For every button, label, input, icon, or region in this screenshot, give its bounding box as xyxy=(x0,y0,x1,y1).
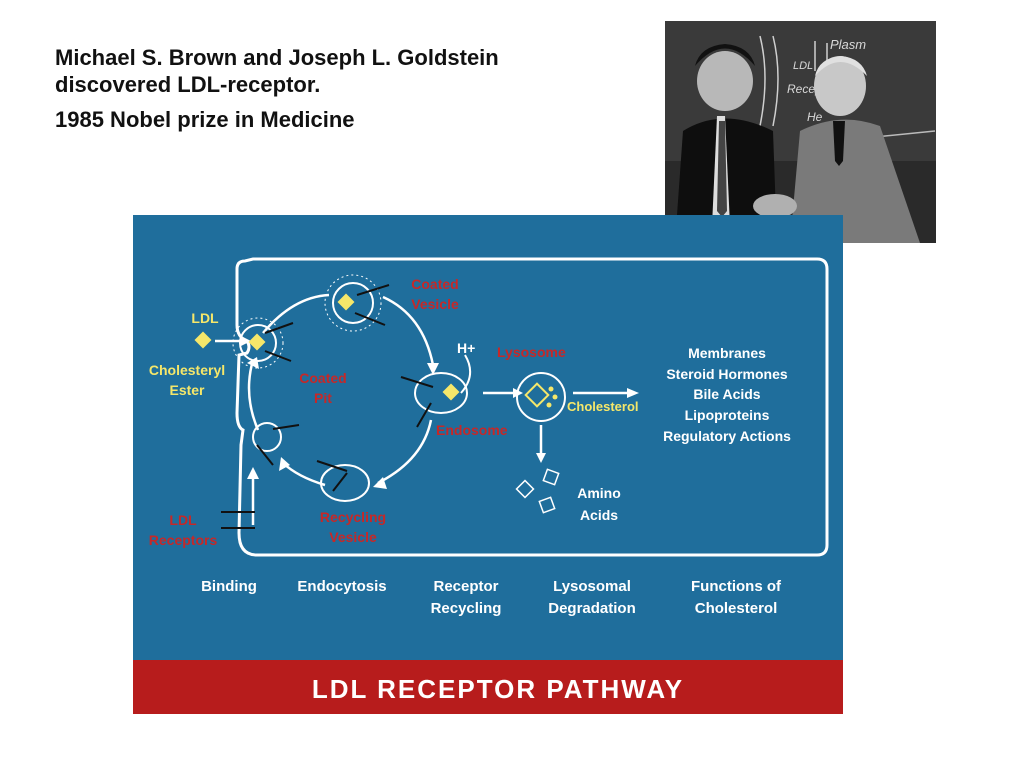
stage-functions-of: Functions of xyxy=(691,578,782,595)
stage-binding: Binding xyxy=(201,578,257,595)
function-item-4: Lipoproteins xyxy=(685,407,770,423)
nobel-prize-line: 1985 Nobel prize in Medicine xyxy=(55,107,355,132)
arrow-vesicle-to-endosome xyxy=(382,295,435,366)
function-item-2: Steroid Hormones xyxy=(666,366,788,382)
function-item-5: Regulatory Actions xyxy=(663,428,791,444)
label-recycling-1: Recycling xyxy=(320,509,386,525)
slide-heading: Michael S. Brown and Joseph L. Goldstein… xyxy=(55,44,615,133)
label-ester: Ester xyxy=(169,382,205,398)
label-acids: Acids xyxy=(580,507,618,523)
label-ldl: LDL xyxy=(191,310,219,326)
stage-cholesterol: Cholesterol xyxy=(695,600,778,617)
label-lysosome: Lysosome xyxy=(497,344,566,360)
label-recycling-2: Vesicle xyxy=(329,529,377,545)
arrow-membrane-to-pit xyxy=(247,359,260,431)
membrane-receptors xyxy=(221,422,300,529)
chalk-text-2: LDL xyxy=(793,60,813,72)
amino-acid-shapes xyxy=(515,468,560,514)
heading-line-2: discovered LDL-receptor. xyxy=(55,72,321,97)
laureates-photo: Plasm LDL Receptor He xyxy=(665,21,936,243)
stage-recycling: Recycling xyxy=(431,600,502,617)
chalk-text-1: Plasm xyxy=(830,37,866,52)
label-coated-vesicle-2: Vesicle xyxy=(411,296,459,312)
label-ldl-receptors-1: LDL xyxy=(169,512,197,528)
label-coated-pit-1: Coated xyxy=(299,370,346,386)
arrow-h-plus xyxy=(460,354,472,394)
endosome xyxy=(400,372,468,428)
banner-title: LDL RECEPTOR PATHWAY xyxy=(312,674,684,704)
label-cholesteryl: Cholesteryl xyxy=(149,362,225,378)
label-coated-pit-2: Pit xyxy=(314,390,332,406)
stage-receptor: Receptor xyxy=(433,578,498,595)
label-h-plus: H+ xyxy=(457,340,475,356)
ldl-pathway-diagram: LDL RECEPTOR PATHWAY xyxy=(133,215,843,714)
ldl-pathway-figure: LDL RECEPTOR PATHWAY xyxy=(133,215,843,714)
diagram-panel xyxy=(133,215,843,660)
recycling-vesicle xyxy=(316,460,370,502)
function-item-1: Membranes xyxy=(688,345,766,361)
title-banner xyxy=(133,660,843,714)
arrow-pit-to-vesicle xyxy=(262,293,330,334)
function-item-3: Bile Acids xyxy=(693,386,760,402)
chalk-text-4: He xyxy=(807,110,823,124)
laureates-photo-drawing: Plasm LDL Receptor He xyxy=(665,21,936,243)
label-coated-vesicle-1: Coated xyxy=(411,276,458,292)
cell-membrane xyxy=(235,257,829,557)
stage-lysosomal: Lysosomal xyxy=(553,578,631,595)
stage-endocytosis: Endocytosis xyxy=(297,578,386,595)
stage-degradation: Degradation xyxy=(548,600,636,617)
lysosome xyxy=(516,372,566,422)
label-cholesterol: Cholesterol xyxy=(567,399,639,414)
label-ldl-receptors-2: Receptors xyxy=(149,532,218,548)
label-endosome: Endosome xyxy=(436,422,508,438)
arrow-endosome-to-recycling xyxy=(377,419,433,485)
heading-line-1: Michael S. Brown and Joseph L. Goldstein xyxy=(55,45,499,70)
label-amino: Amino xyxy=(577,485,621,501)
